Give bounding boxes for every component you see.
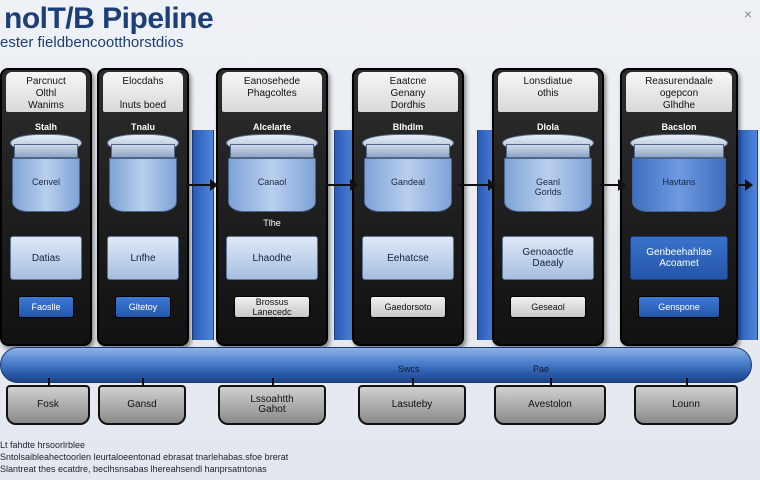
footnote: Lt fahdte hrsoorlrblee — [0, 440, 86, 450]
page-title: nolT/B Pipeline — [4, 2, 214, 35]
stage-button[interactable]: Faoslle — [18, 296, 74, 318]
stage-header: Lonsdiatue othis — [498, 72, 598, 112]
tab-connector — [48, 378, 50, 388]
bucket-body: Havtans — [632, 158, 726, 212]
stage-button[interactable]: Geseaol — [510, 296, 586, 318]
stage-button[interactable]: Brossus Lanecedc — [234, 296, 310, 318]
pipeline-stage: Lonsdiatue othis Dlola Geanl Gorlds Geno… — [492, 68, 604, 346]
flow-arrow — [326, 179, 358, 191]
stage-bucket-label: Blhdlm — [392, 122, 424, 132]
stage-tab[interactable]: Lounn — [634, 385, 738, 425]
stage-panel[interactable]: Lnfhe — [107, 236, 179, 280]
stage-bucket-label: Bacslon — [661, 122, 697, 132]
pipeline-stage: Reasurendaale ogepcon Glhdhe Bacslon Hav… — [620, 68, 738, 346]
stage-header: Elocdahs lnuts boed — [103, 72, 183, 112]
stage-tab[interactable]: Avestolon — [494, 385, 606, 425]
stage-button[interactable]: Gltetoy — [115, 296, 171, 318]
pipeline-stage: Eaatcne Genany Dordhis Blhdlm Gandeal Ee… — [352, 68, 464, 346]
bucket-band — [366, 144, 450, 158]
footnote: Sntolsaibleahectoorlen leurtaloeentonad … — [0, 452, 289, 462]
stage-header: Eaatcne Genany Dordhis — [358, 72, 458, 112]
bucket-band — [111, 144, 175, 158]
storage-bucket-icon: Cenvel — [10, 134, 82, 212]
tab-connector — [272, 378, 274, 388]
bucket-body: Cenvel — [12, 158, 80, 212]
stage-panel[interactable]: Eehatcse — [362, 236, 454, 280]
bucket-band — [506, 144, 590, 158]
bucket-body: Gandeal — [364, 158, 452, 212]
stage-header: Eanosehede Phagcoltes — [222, 72, 322, 112]
stage-bucket-label: Tnalu — [131, 122, 155, 132]
stage-tab[interactable]: Lssoahtth Gahot — [218, 385, 326, 425]
page-subtitle: ester fieldbencootthorstdios — [0, 34, 184, 51]
pipe-label: Swcs — [398, 364, 420, 374]
connector-bar — [192, 130, 214, 340]
stage-panel[interactable]: Datias — [10, 236, 82, 280]
storage-bucket-icon — [107, 134, 179, 212]
stage-tab[interactable]: Fosk — [6, 385, 90, 425]
stage-button[interactable]: Genspone — [638, 296, 720, 318]
tab-connector — [550, 378, 552, 388]
close-icon[interactable]: × — [743, 6, 752, 22]
bucket-body: Canaol — [228, 158, 316, 212]
pipeline-stage: Parcnuct Olthl Wanims Stalh Cenvel Datia… — [0, 68, 92, 346]
tab-connector — [412, 378, 414, 388]
tab-connector — [142, 378, 144, 388]
flow-arrow — [600, 179, 626, 191]
flow-arrow — [186, 179, 218, 191]
stage-panel[interactable]: Genoaoctle Daealy — [502, 236, 594, 280]
storage-bucket-icon: Havtans — [630, 134, 728, 212]
stage-panel[interactable]: Lhaodhe — [226, 236, 318, 280]
pipeline-stage: Eanosehede Phagcoltes Alcelarte Canaol T… — [216, 68, 328, 346]
bucket-body: Geanl Gorlds — [504, 158, 592, 212]
storage-bucket-icon: Canaol — [226, 134, 318, 212]
stage-header: Reasurendaale ogepcon Glhdhe — [626, 72, 732, 112]
stage-tab[interactable]: Gansd — [98, 385, 186, 425]
bucket-body — [109, 158, 177, 212]
flow-arrow — [735, 179, 753, 191]
bucket-band — [14, 144, 78, 158]
pipe-label: Pae — [533, 364, 550, 374]
connector-bar — [736, 130, 758, 340]
storage-bucket-icon: Gandeal — [362, 134, 454, 212]
pipeline-stage: Elocdahs lnuts boed Tnalu Lnfhe Gltetoy — [97, 68, 189, 346]
stage-mid-label: Tlhe — [263, 218, 281, 228]
stage-panel[interactable]: Genbeehahlae Acoamet — [630, 236, 728, 280]
bucket-band — [634, 144, 724, 158]
stage-bucket-label: Alcelarte — [252, 122, 292, 132]
storage-bucket-icon: Geanl Gorlds — [502, 134, 594, 212]
stage-button[interactable]: Gaedorsoto — [370, 296, 446, 318]
stage-header: Parcnuct Olthl Wanims — [6, 72, 86, 112]
pipeline-pipe — [0, 347, 752, 383]
tab-connector — [686, 378, 688, 388]
stage-tab[interactable]: Lasuteby — [358, 385, 466, 425]
footnote: Slantreat thes ecatdre, beclhsnsabas lhe… — [0, 464, 267, 474]
stage-bucket-label: Stalh — [34, 122, 57, 132]
stage-bucket-label: Dlola — [536, 122, 559, 132]
flow-arrow — [458, 179, 496, 191]
bucket-band — [230, 144, 314, 158]
